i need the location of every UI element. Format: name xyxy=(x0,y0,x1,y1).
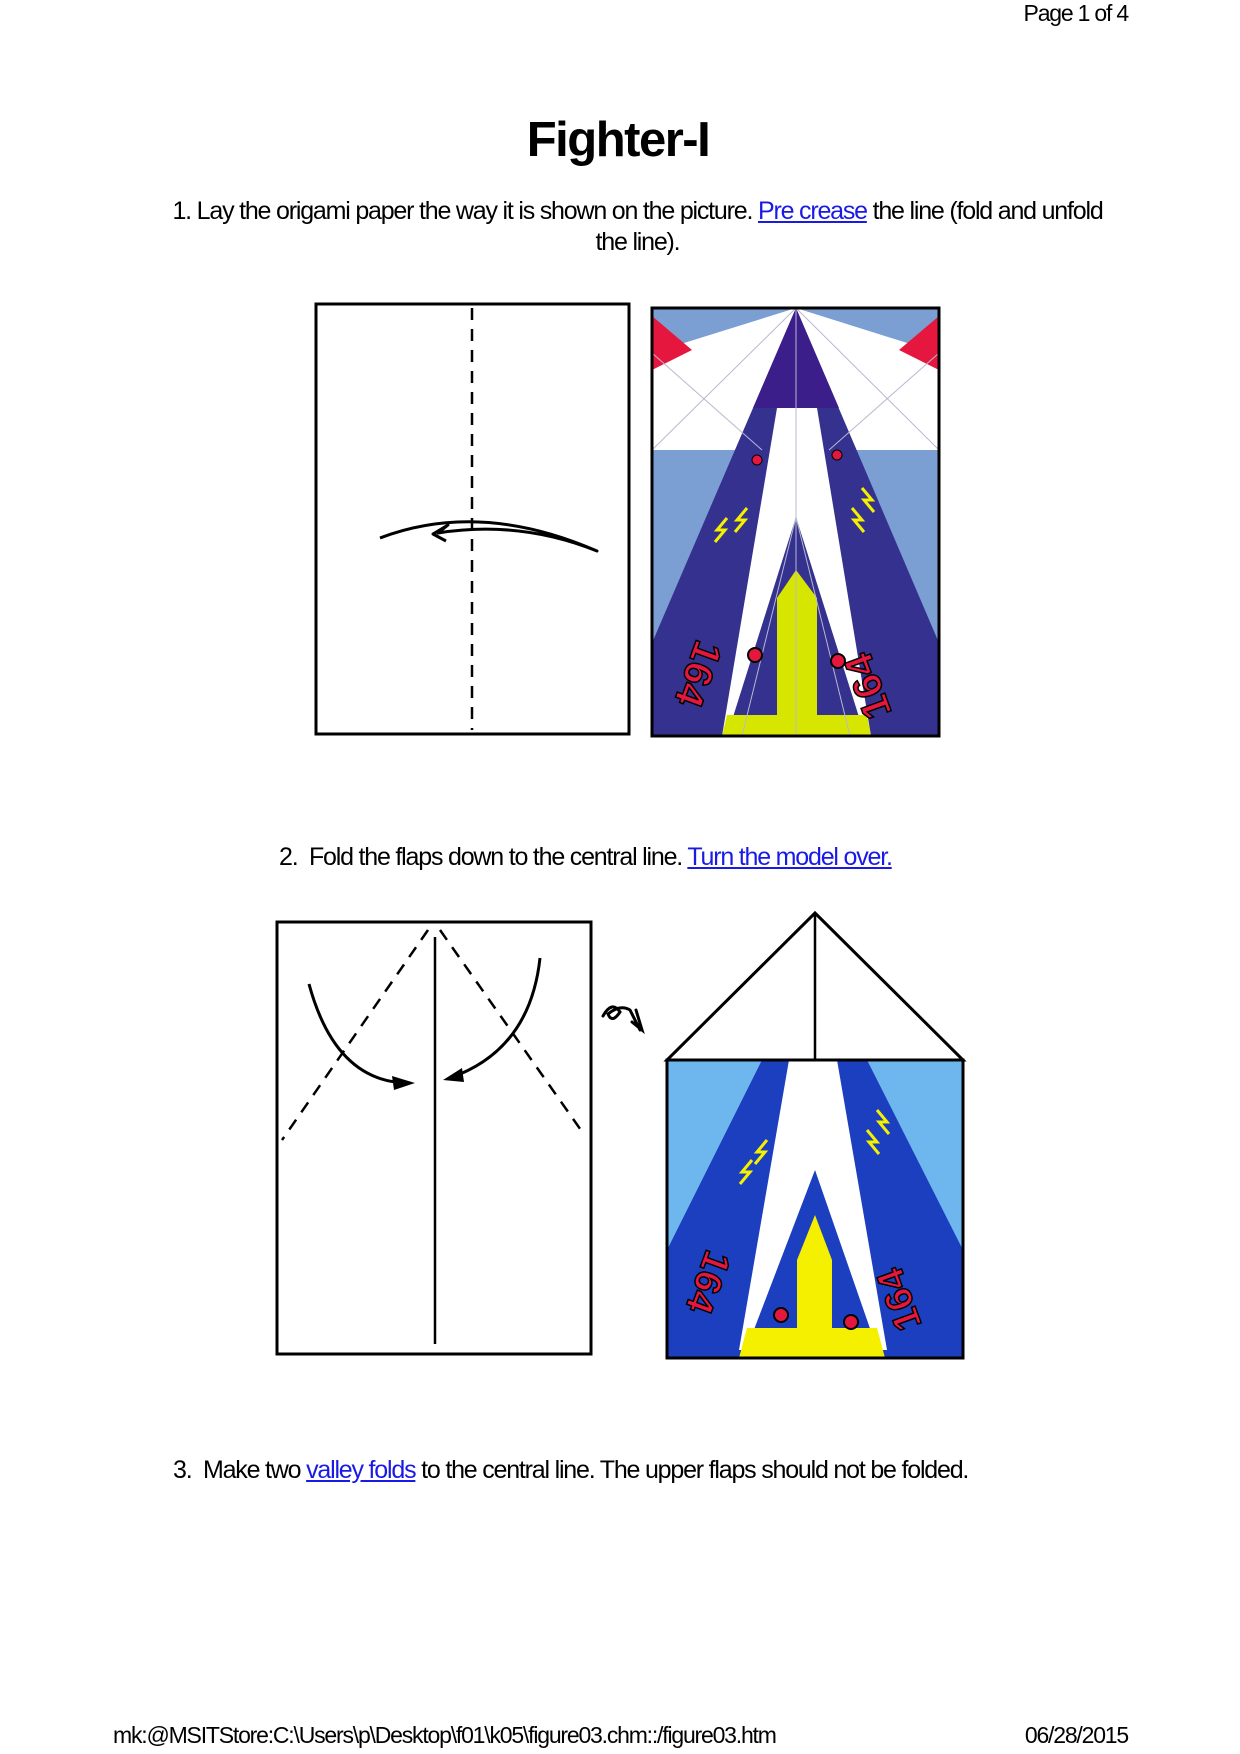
footer-date: 06/28/2015 xyxy=(1024,1722,1129,1748)
plane-number-left: 164 xyxy=(665,635,729,713)
step-text: Lay the origami paper the way it is show… xyxy=(196,197,754,225)
lightning-icon xyxy=(738,1109,891,1185)
plane-number-left: 164 xyxy=(677,1245,738,1319)
pre-crease-link[interactable]: Pre crease xyxy=(757,197,868,225)
page-indicator: Page 1 of 4 xyxy=(1023,0,1130,26)
step-1-line-drawing xyxy=(314,302,631,736)
star-icon xyxy=(751,449,843,466)
fold-arrow-icon xyxy=(379,520,599,553)
fold-arrow-icon xyxy=(449,957,542,1080)
turn-model-over-link[interactable]: Turn the model over. xyxy=(687,843,893,871)
plane-number-right: 164 xyxy=(869,1262,930,1336)
step-2-text: 2. Fold the flaps down to the central li… xyxy=(279,843,893,872)
valley-folds-link[interactable]: valley folds xyxy=(306,1456,416,1484)
plane-number-right: 164 xyxy=(836,646,900,724)
step-text: Make two xyxy=(202,1456,302,1484)
step-number: 2. xyxy=(279,843,299,871)
step-1-text: 1. Lay the origami paper the way it is s… xyxy=(160,196,1115,258)
step-2-line-drawing xyxy=(275,920,593,1356)
step-2-result-photo: 164 164 xyxy=(663,910,967,1360)
page-title: Fighter-I xyxy=(526,113,711,167)
step-text: the line (fold and unfold the line). xyxy=(595,197,1104,256)
turn-over-icon xyxy=(601,1005,645,1035)
step-1-paper-photo: 164 164 xyxy=(651,307,940,737)
step-number: 3. xyxy=(173,1456,193,1484)
step-number: 1. xyxy=(172,197,192,225)
fold-arrow-icon xyxy=(307,983,406,1085)
step-text: to the central line. The upper flaps sho… xyxy=(421,1456,969,1484)
footer-url: mk:@MSITStore:C:\Users\p\Desktop\f01\k05… xyxy=(113,1722,777,1748)
step-3-text: 3. Make two valley folds to the central … xyxy=(173,1456,969,1485)
step-text: Fold the flaps down to the central line. xyxy=(308,843,683,871)
lightning-icon xyxy=(713,487,876,543)
